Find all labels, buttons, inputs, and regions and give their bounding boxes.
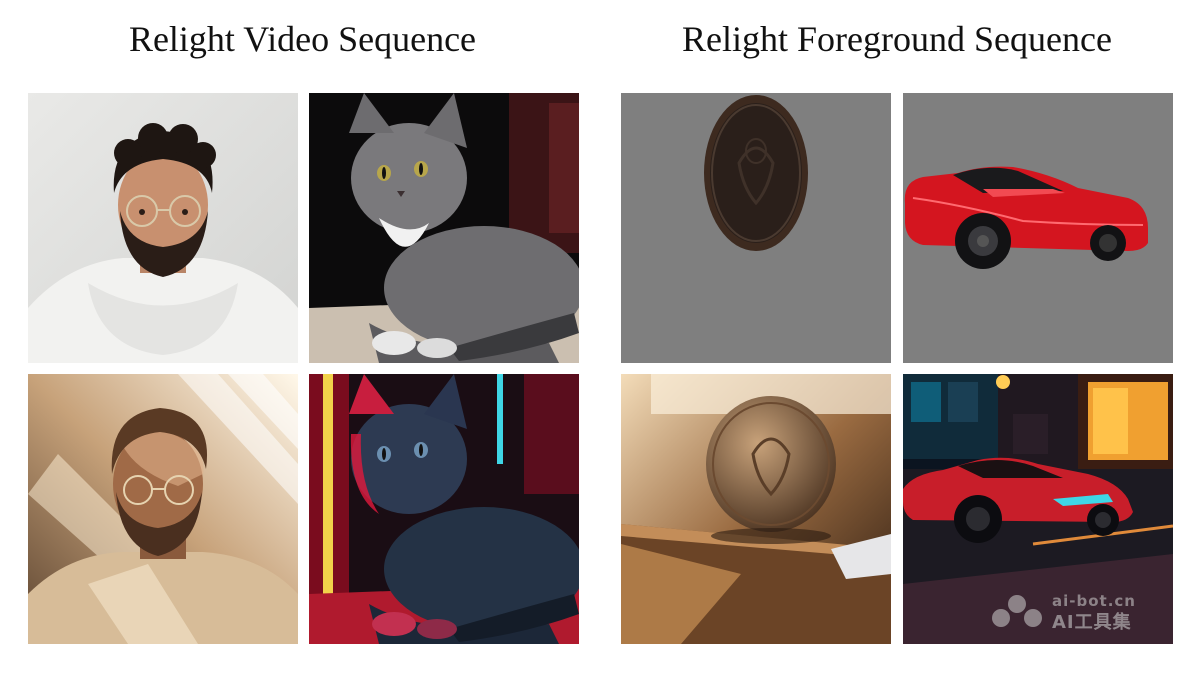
coin-original-image <box>621 93 891 363</box>
ai-bot-logo-icon <box>992 595 1042 627</box>
man-relit-image <box>28 374 298 644</box>
watermark-name: AI工具集 <box>1052 612 1132 633</box>
watermark: ai-bot.cn AI工具集 <box>990 590 1165 633</box>
relight-foreground-title: Relight Foreground Sequence <box>682 19 1112 59</box>
cat-original-image <box>309 93 579 363</box>
relight-video-title: Relight Video Sequence <box>128 19 477 59</box>
coin-relit-image <box>621 374 891 644</box>
man-original-image <box>28 93 298 363</box>
cat-relit-image <box>309 374 579 644</box>
watermark-url: ai-bot.cn <box>1052 592 1136 610</box>
car-original-image <box>903 93 1173 363</box>
